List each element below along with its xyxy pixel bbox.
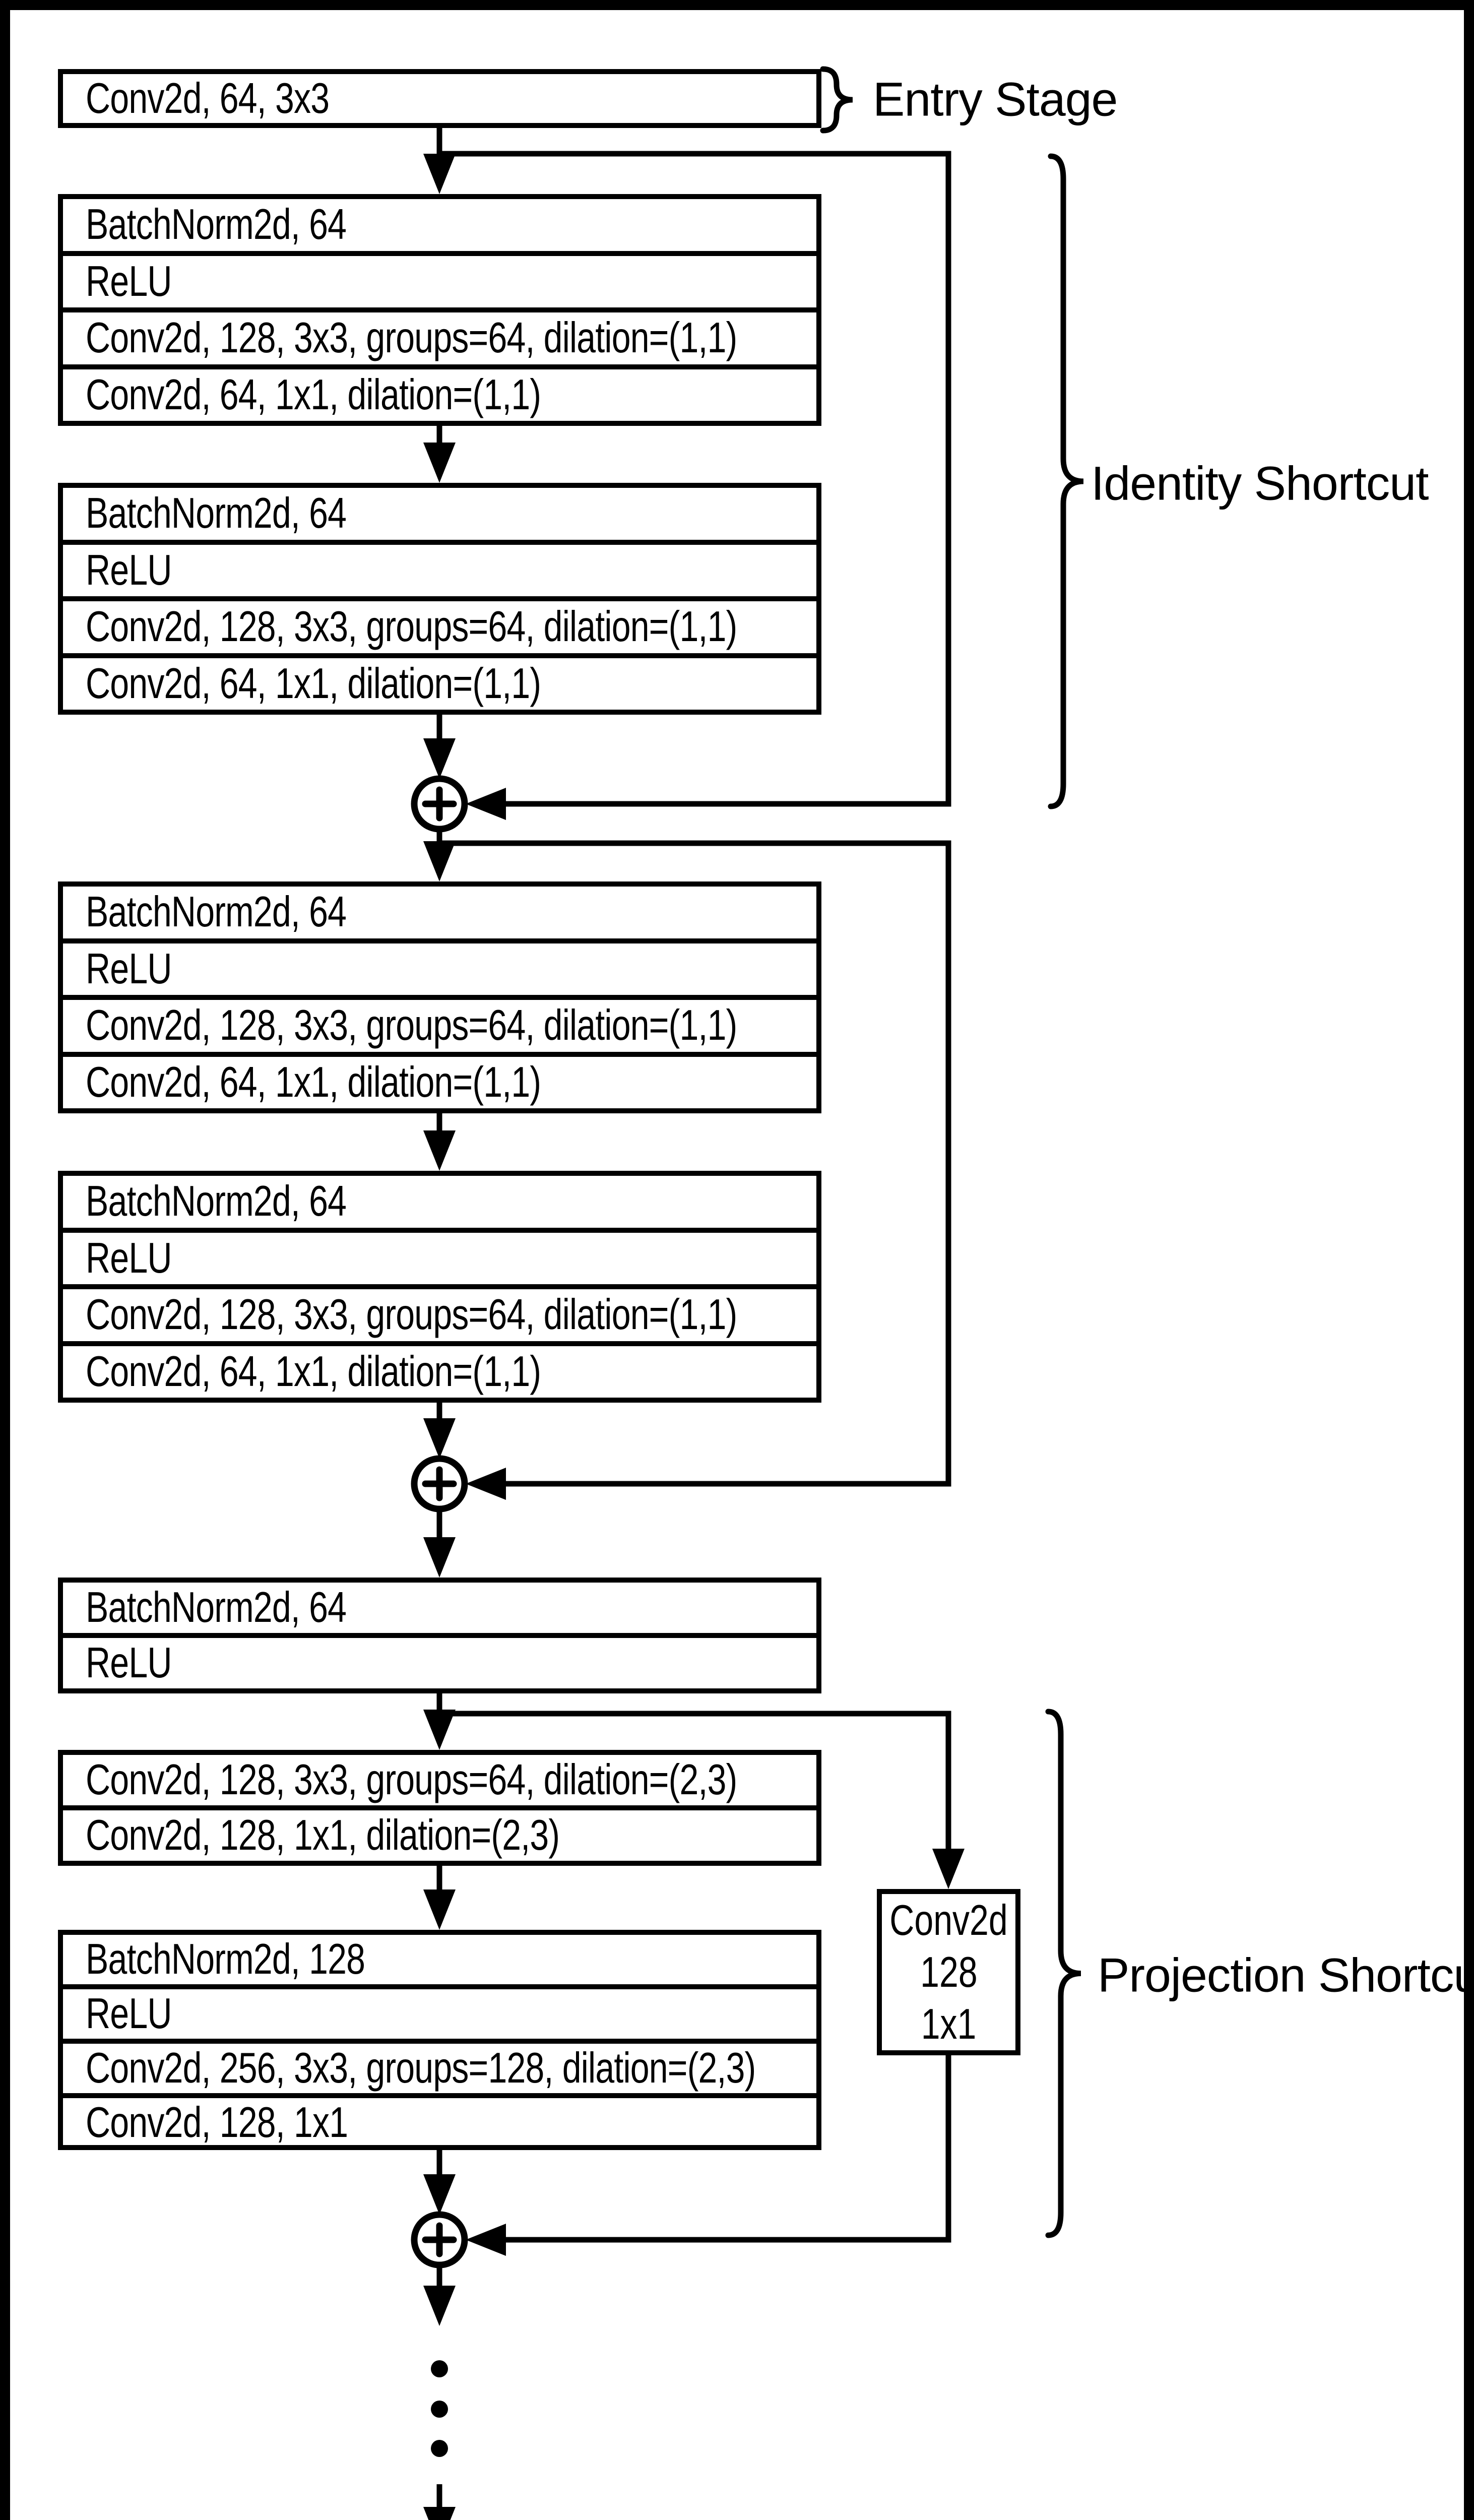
brace-projection <box>1045 1709 1081 2238</box>
layer-row-res-block-3-2: Conv2d, 256, 3x3, groups=128, dilation=(… <box>63 2039 816 2093</box>
brace-entry <box>820 66 853 134</box>
layer-row-res-block-1b-0: BatchNorm2d, 64 <box>63 488 816 540</box>
layer-text: BatchNorm2d, 64 <box>86 201 347 249</box>
arrowhead-down-9 <box>932 1849 965 1889</box>
layer-text: ReLU <box>86 546 172 594</box>
layer-row-preact-block-1: ReLU <box>63 1633 816 1688</box>
layer-row-res-block-3-0: BatchNorm2d, 128 <box>63 1935 816 1984</box>
arrowhead-down-4 <box>423 1130 456 1171</box>
entry-stage-text: Entry Stage <box>873 73 1118 127</box>
arrowhead-left-0 <box>466 788 506 820</box>
layer-row-res-block-1b-2: Conv2d, 128, 3x3, groups=64, dilation=(1… <box>63 596 816 653</box>
layer-text: Conv2d, 64, 3x3 <box>86 75 330 122</box>
layer-text: ReLU <box>86 1639 172 1687</box>
block-res-block-1b: BatchNorm2d, 64 ReLU Conv2d, 128, 3x3, gro… <box>58 483 821 715</box>
layer-text: Conv2d, 64, 1x1, dilation=(1,1) <box>86 659 541 708</box>
arrowhead-left-1 <box>466 1468 506 1500</box>
layer-text: BatchNorm2d, 64 <box>86 1177 347 1226</box>
layer-row-res-block-1a-3: Conv2d, 64, 1x1, dilation=(1,1) <box>63 364 816 421</box>
layer-text-projection-conv-1: 128 <box>920 1948 978 1996</box>
layer-text: ReLU <box>86 257 172 305</box>
layer-row-res-block-1a-1: ReLU <box>63 250 816 308</box>
layer-row-res-block-1a-0: BatchNorm2d, 64 <box>63 199 816 251</box>
block-transition-conv-block: Conv2d, 128, 3x3, groups=64, dilation=(2… <box>58 1750 821 1866</box>
arrowhead-down-1 <box>423 443 456 483</box>
arrowhead-down-11 <box>423 2286 456 2326</box>
label-entry-stage: Entry Stage <box>873 73 1118 128</box>
arrowhead-down-3 <box>423 841 456 881</box>
projection-shortcut-text: Projection Shortcut <box>1098 1948 1474 2002</box>
brace-identity <box>1048 153 1084 809</box>
layer-text: BatchNorm2d, 64 <box>86 489 347 538</box>
arrowhead-down-8 <box>423 1889 456 1930</box>
layer-row-res-block-2a-1: ReLU <box>63 938 816 995</box>
layer-text: BatchNorm2d, 64 <box>86 888 347 936</box>
layer-text: Conv2d, 128, 3x3, groups=64, dilation=(2… <box>86 1756 737 1804</box>
layer-text: ReLU <box>86 1234 172 1282</box>
block-entry-conv: Conv2d, 64, 3x3 <box>58 69 821 128</box>
layer-row-res-block-1b-1: ReLU <box>63 539 816 597</box>
layer-text: Conv2d, 128, 3x3, groups=64, dilation=(1… <box>86 1001 737 1050</box>
identity-shortcut-text: Identity Shortcut <box>1091 457 1429 511</box>
layer-text: Conv2d, 64, 1x1, dilation=(1,1) <box>86 370 541 419</box>
layer-text: Conv2d, 256, 3x3, groups=128, dilation=(… <box>86 2044 756 2092</box>
layer-text-projection-conv-2: 1x1 <box>921 2000 977 2048</box>
layer-text: Conv2d, 128, 3x3, groups=64, dilation=(1… <box>86 603 737 651</box>
label-identity-shortcut: Identity Shortcut <box>1091 457 1429 512</box>
arrowhead-down-6 <box>423 1537 456 1578</box>
ellipsis-dot-0 <box>431 2360 448 2377</box>
layer-row-res-block-2b-3: Conv2d, 64, 1x1, dilation=(1,1) <box>63 1341 816 1398</box>
layer-row-res-block-3-1: ReLU <box>63 1984 816 2039</box>
layer-text: ReLU <box>86 1990 172 2038</box>
block-res-block-1a: BatchNorm2d, 64 ReLU Conv2d, 128, 3x3, gro… <box>58 194 821 426</box>
layer-row-res-block-2a-2: Conv2d, 128, 3x3, groups=64, dilation=(1… <box>63 995 816 1052</box>
layer-text: Conv2d, 64, 1x1, dilation=(1,1) <box>86 1347 541 1396</box>
layer-text: Conv2d, 128, 1x1, dilation=(2,3) <box>86 1811 560 1859</box>
layer-row-res-block-2b-1: ReLU <box>63 1227 816 1285</box>
block-res-block-2a: BatchNorm2d, 64 ReLU Conv2d, 128, 3x3, gro… <box>58 881 821 1113</box>
arrowhead-left-2 <box>466 2224 506 2256</box>
layer-row-res-block-1a-2: Conv2d, 128, 3x3, groups=64, dilation=(1… <box>63 307 816 364</box>
ellipsis-dot-1 <box>431 2401 448 2418</box>
layer-text: BatchNorm2d, 128 <box>86 1935 365 1983</box>
arrowhead-down-0 <box>423 154 456 194</box>
block-preact-block: BatchNorm2d, 64 ReLU <box>58 1578 821 1693</box>
layer-row-preact-block-0: BatchNorm2d, 64 <box>63 1583 816 1633</box>
layer-row-transition-conv-block-1: Conv2d, 128, 1x1, dilation=(2,3) <box>63 1805 816 1861</box>
layer-row-res-block-2a-0: BatchNorm2d, 64 <box>63 887 816 938</box>
label-projection-shortcut: Projection Shortcut <box>1098 1948 1474 2003</box>
arrowhead-down-7 <box>423 1710 456 1750</box>
layer-text-projection-conv-0: Conv2d <box>889 1896 1008 1944</box>
layer-text: Conv2d, 128, 3x3, groups=64, dilation=(1… <box>86 1291 737 1339</box>
ellipsis-dot-2 <box>431 2440 448 2457</box>
layer-row-entry-conv-0: Conv2d, 64, 3x3 <box>63 74 816 123</box>
layer-row-res-block-3-3: Conv2d, 128, 1x1 <box>63 2093 816 2148</box>
layer-text: Conv2d, 64, 1x1, dilation=(1,1) <box>86 1058 541 1106</box>
layer-row-res-block-1b-3: Conv2d, 64, 1x1, dilation=(1,1) <box>63 653 816 710</box>
connector-line-10 <box>439 1711 951 1851</box>
layer-row-res-block-2b-2: Conv2d, 128, 3x3, groups=64, dilation=(1… <box>63 1284 816 1341</box>
layer-row-transition-conv-block-0: Conv2d, 128, 3x3, groups=64, dilation=(2… <box>63 1755 816 1805</box>
arrowhead-down-10 <box>423 2174 456 2215</box>
connector-line-5 <box>439 840 951 1487</box>
block-res-block-2b: BatchNorm2d, 64 ReLU Conv2d, 128, 3x3, gro… <box>58 1171 821 1403</box>
layer-text: ReLU <box>86 944 172 993</box>
layer-row-res-block-2b-0: BatchNorm2d, 64 <box>63 1176 816 1228</box>
arrowhead-down-12 <box>423 2507 456 2520</box>
arrowhead-down-2 <box>423 738 456 779</box>
layer-text: Conv2d, 128, 3x3, groups=64, dilation=(1… <box>86 314 737 362</box>
connector-line-13 <box>504 2055 951 2243</box>
layer-row-res-block-2a-3: Conv2d, 64, 1x1, dilation=(1,1) <box>63 1051 816 1109</box>
arrowhead-down-5 <box>423 1418 456 1459</box>
layer-text: BatchNorm2d, 64 <box>86 1584 347 1631</box>
layer-text: Conv2d, 128, 1x1 <box>86 2099 348 2147</box>
connector-line-1 <box>439 151 951 807</box>
